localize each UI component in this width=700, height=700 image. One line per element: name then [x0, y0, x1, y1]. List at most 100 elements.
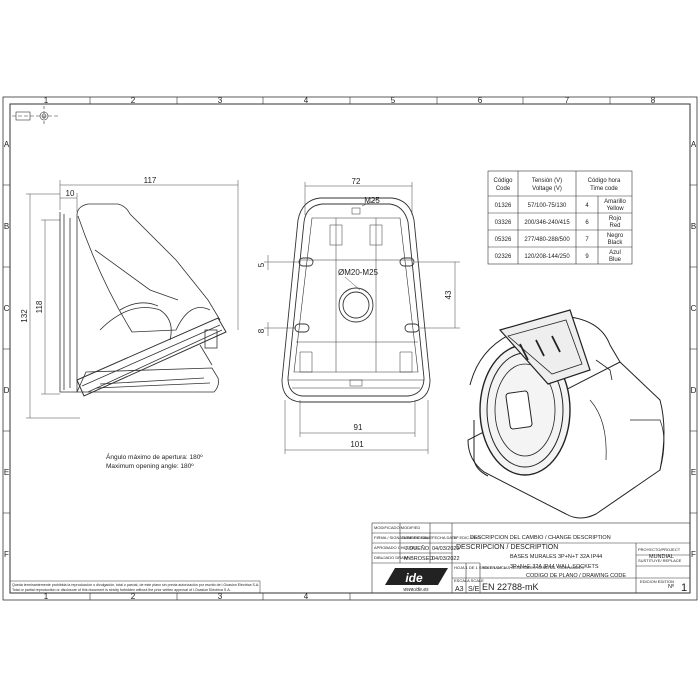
dim-label-43: 43 — [444, 290, 453, 299]
drawing-code-label: CODIGO DE PLANO / DRAWING CODE — [526, 573, 626, 579]
logo-text: ide — [405, 571, 423, 585]
col-label: 4 — [304, 96, 309, 105]
opening-angle-note: Ángulo máximo de apertura: 180º Maximum … — [106, 452, 203, 470]
row-label: E — [4, 468, 9, 477]
table-cell-hour: 4 — [585, 203, 589, 209]
row-labels-left: A B C D E F — [4, 140, 10, 559]
label-nedic: Nº EDIC. EDIT — [454, 535, 481, 540]
col-label: 3 — [218, 96, 223, 105]
dim-label-height-inner: 118 — [35, 300, 44, 313]
table-cell-voltage: 120/208-144/250 — [524, 254, 570, 260]
copyright-line-en: Total or partial reproduction or disclos… — [12, 588, 231, 592]
column-labels-top: 1 2 3 4 5 6 7 8 — [44, 96, 656, 105]
drawn-date: 04/03/2022 — [432, 556, 460, 562]
row-label: D — [4, 386, 10, 395]
table-cell-voltage: 200/346-240/415 — [524, 220, 570, 226]
table-header-hour-es: Código hora — [588, 178, 621, 184]
sheet-size: A3 — [455, 586, 464, 593]
copyright-notice: Queda terminantemente prohibida la repro… — [9, 580, 261, 594]
row-label: F — [4, 550, 9, 559]
col-label: 3 — [218, 592, 223, 601]
col-label: 7 — [565, 96, 570, 105]
table-cell-code: 01326 — [495, 203, 512, 209]
dim-label-top: 72 — [352, 177, 361, 186]
row-label: C — [691, 304, 697, 313]
dim-label-101: 101 — [350, 440, 364, 449]
front-view-dimensions — [264, 182, 460, 454]
table-cell-color-es: Rojo — [609, 216, 622, 222]
desc-change-label: DESCRIPCION DEL CAMBIO / CHANGE DESCRIPT… — [470, 535, 611, 541]
label-firma: FIRMA / SIGNATURE DIGITAL — [374, 535, 430, 540]
description-line1: BASES MURALES 3P+N+T 32A IP44 — [510, 554, 602, 560]
table-cell-voltage: 277/480-288/500 — [524, 237, 570, 243]
side-view-dimensions — [26, 180, 239, 419]
table-cell-code: 02326 — [495, 254, 512, 260]
approved-date: 04/03/2022 — [432, 546, 460, 552]
table-cell-color-es: Negro — [607, 233, 624, 239]
note-line-en: Maximum opening angle: 180º — [106, 463, 194, 470]
dim-label-91: 91 — [354, 423, 363, 432]
dim-label-8: 8 — [257, 328, 266, 333]
col-label: 5 — [391, 96, 396, 105]
company-logo: ide www.ide.es — [385, 568, 448, 593]
proyecto-value: MUNDIAL — [649, 554, 674, 560]
col-label: 1 — [44, 592, 49, 601]
col-label: 6 — [478, 96, 483, 105]
col-label: 8 — [651, 96, 656, 105]
col-label: 1 — [44, 96, 49, 105]
drawing-frame — [2, 96, 698, 601]
table-header-voltage-en: Voltage (V) — [532, 186, 562, 192]
table-cell-hour: 7 — [585, 237, 589, 243]
label-aprobado: APROBADO CHECKED — [374, 545, 417, 550]
table-header-code-es: Código — [493, 178, 513, 184]
table-header-hour-en: Time code — [590, 186, 618, 192]
side-view — [59, 203, 227, 397]
row-label: B — [691, 222, 696, 231]
row-label: A — [4, 140, 10, 149]
table-cell-hour: 9 — [585, 254, 589, 260]
drawing-code: EN 22788-mK — [482, 582, 539, 592]
table-cell-color-es: Amarillo — [604, 199, 626, 205]
label-modificado: MODIFICADO MODIFIED — [374, 525, 420, 530]
table-cell-color-en: Black — [608, 240, 624, 246]
label-tolerancias: TOLERANCIAS GENERALES GENERAL TOLERANCES — [482, 565, 584, 570]
column-labels-bottom: 1 2 3 4 — [44, 592, 309, 601]
label-fecha: FECHA DATE — [432, 535, 457, 540]
row-label: B — [4, 222, 9, 231]
row-labels-right: A B C D E F — [691, 140, 697, 559]
gland-label-top: M25 — [364, 196, 380, 205]
table-cell-color-es: Azul — [609, 250, 621, 256]
description-label: DESCRIPCION / DESCRIPTION — [456, 544, 558, 551]
col-label: 4 — [304, 592, 309, 601]
scale-value: S/E — [468, 586, 480, 593]
front-view — [281, 197, 431, 403]
side-view-dim-labels: 117 10 118 132 — [20, 176, 157, 323]
dim-label-offset: 10 — [66, 189, 75, 198]
gland-label-center: ØM20-M25 — [338, 268, 379, 277]
description-line2: 3P+N+E 32A IP44 WALL SOCKETS — [510, 564, 599, 570]
label-escala: ESCALA SCALE — [454, 578, 484, 583]
row-label: E — [691, 468, 696, 477]
dim-label-height-outer: 132 — [20, 309, 29, 323]
code-table: Código Code Tensión (V) Voltage (V) Códi… — [487, 170, 633, 265]
table-cell-color-en: Blue — [609, 257, 622, 263]
table-cell-hour: 6 — [585, 220, 589, 226]
edicion-num: Nº — [668, 583, 674, 590]
label-dibujado: DIBUJADO DRAWN — [374, 555, 410, 560]
dim-label-width: 117 — [144, 176, 157, 185]
col-label: 2 — [131, 592, 136, 601]
label-proyecto: PROYECTO/PROJECT — [638, 547, 681, 552]
isometric-view — [467, 309, 665, 519]
drawn-name: M.BROSED — [404, 556, 433, 562]
row-label: D — [691, 386, 697, 395]
edicion-value: 1 — [681, 582, 687, 594]
logo-url: www.ide.es — [403, 587, 429, 593]
table-header-code-en: Code — [496, 186, 511, 192]
table-cell-voltage: 57/100-75/130 — [528, 203, 567, 209]
row-label: C — [4, 304, 10, 313]
approved-name: J.DUEÑO — [405, 545, 430, 552]
table-cell-color-en: Red — [609, 223, 620, 229]
title-block: MODIFICADO MODIFIED FIRMA / SIGNATURE DI… — [371, 522, 691, 594]
label-hoja: HOJA 1 DE 1 SHEET 1 OF 1 — [454, 565, 506, 570]
